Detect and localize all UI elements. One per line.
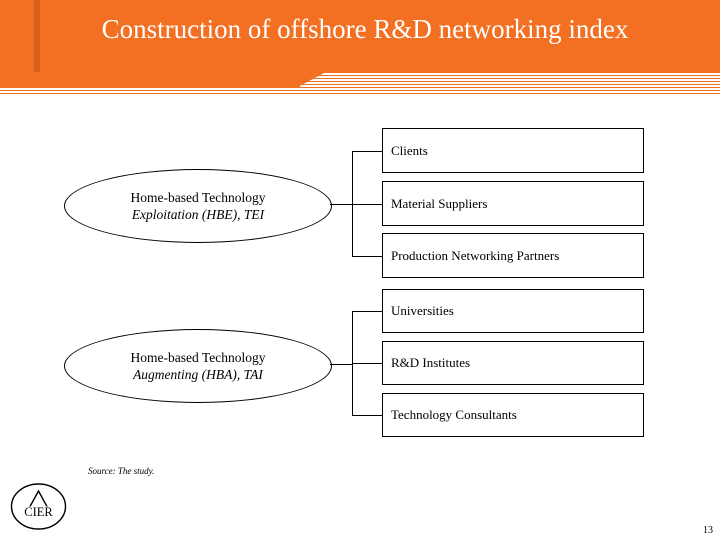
branch-label-technology-consultants: Technology Consultants [391,407,517,422]
node-home-based-technology-augmenting: Home-based Technology Augmenting (HBA), … [64,329,332,403]
node-hbe-line1: Home-based Technology [130,190,266,205]
connector-hba-branch-1 [352,311,382,312]
slide-header-banner: Construction of offshore R&D networking … [0,0,720,100]
banner-shadow [34,0,40,72]
node-hba-line2: Augmenting (HBA), TAI [133,367,263,382]
banner-bottom-block [0,72,300,88]
svg-text:CIER: CIER [24,505,53,519]
branch-label-production-networking-partners: Production Networking Partners [391,247,560,263]
cier-logo: CIER [10,483,67,530]
branch-box-technology-consultants: Technology Consultants [382,393,644,437]
node-hbe-line2: Exploitation (HBE), TEI [131,207,265,222]
connector-hba-branch-3 [352,415,382,416]
branch-box-material-suppliers: Material Suppliers [382,181,644,226]
branch-label-material-suppliers: Material Suppliers [391,195,488,211]
connector-hbe-branch-1 [352,151,382,152]
branch-box-universities: Universities [382,289,644,333]
source-note: Source: The study. [88,466,155,476]
connector-hba-branch-2 [352,363,382,364]
page-number: 13 [703,525,713,536]
branch-box-production-networking-partners: Production Networking Partners [382,233,644,278]
connector-hbe-branch-3 [352,256,382,257]
banner-main-bar [34,0,720,72]
connector-hba-stem [330,364,352,365]
connector-hbe-stem [330,204,352,205]
branch-label-universities: Universities [391,303,454,318]
connector-hbe-branch-2 [352,204,382,205]
branch-label-rd-institutes: R&D Institutes [391,355,471,370]
branch-box-rd-institutes: R&D Institutes [382,341,644,385]
node-hba-line1: Home-based Technology [130,350,266,365]
branch-label-clients: Clients [391,142,428,158]
branch-box-clients: Clients [382,128,644,173]
node-home-based-technology-exploitation: Home-based Technology Exploitation (HBE)… [64,169,332,243]
page-title: Construction of offshore R&D networking … [101,14,629,44]
